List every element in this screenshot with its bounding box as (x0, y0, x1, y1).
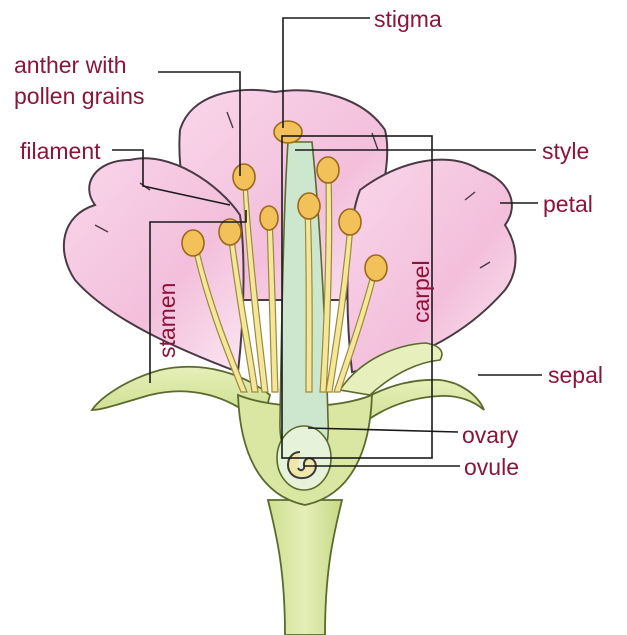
carpel-label: carpel (408, 260, 434, 323)
style-label: style (542, 138, 589, 164)
stigma-knob (274, 121, 302, 143)
stem (268, 500, 342, 635)
filament-label: filament (20, 138, 101, 164)
ovule-label: ovule (464, 454, 519, 480)
stamen-label: stamen (154, 283, 180, 358)
sepal-label: sepal (548, 362, 603, 388)
ovary-label: ovary (462, 422, 518, 448)
anther-label: anther with pollen grains (14, 50, 144, 112)
stigma-label: stigma (374, 6, 442, 32)
petal-label: petal (543, 191, 593, 217)
